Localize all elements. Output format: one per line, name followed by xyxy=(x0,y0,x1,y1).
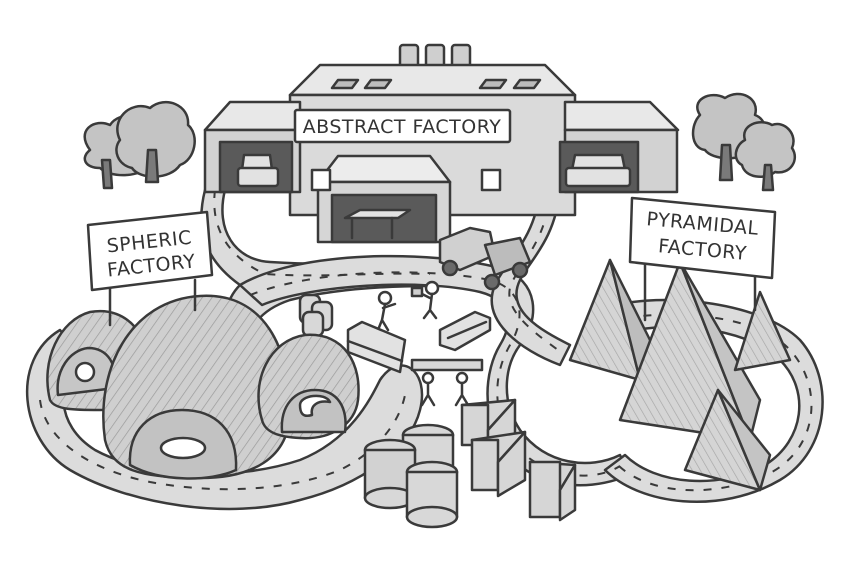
spheric-factory: SPHERIC FACTORY xyxy=(46,210,360,480)
abstract-factory-building: ABSTRACT FACTORY xyxy=(203,43,680,244)
pyramidal-factory: PYRAMIDAL FACTORY xyxy=(568,196,792,492)
brick-stack-left xyxy=(346,320,407,374)
table-center xyxy=(343,208,412,240)
pyramidal-factory-sign xyxy=(628,196,777,280)
worker-1 xyxy=(376,290,397,332)
abstract-factory-sign xyxy=(293,108,512,144)
barrels xyxy=(298,293,334,338)
brick-stack-right xyxy=(438,310,492,352)
trees-right xyxy=(691,92,797,192)
armchair-left xyxy=(236,153,280,188)
worker-2 xyxy=(410,280,440,320)
sofa-right xyxy=(564,153,632,188)
abstract-factory-sign-text: ABSTRACT FACTORY xyxy=(303,116,502,138)
center-workyard xyxy=(298,280,492,407)
workers-carrying-beam xyxy=(410,358,484,407)
delivery-truck xyxy=(438,226,532,291)
trees-left xyxy=(83,100,196,190)
spheric-factory-sign xyxy=(86,210,214,292)
round-table-stacks xyxy=(363,423,459,529)
roof-vents xyxy=(330,78,542,90)
wedge-stacks xyxy=(460,398,577,522)
